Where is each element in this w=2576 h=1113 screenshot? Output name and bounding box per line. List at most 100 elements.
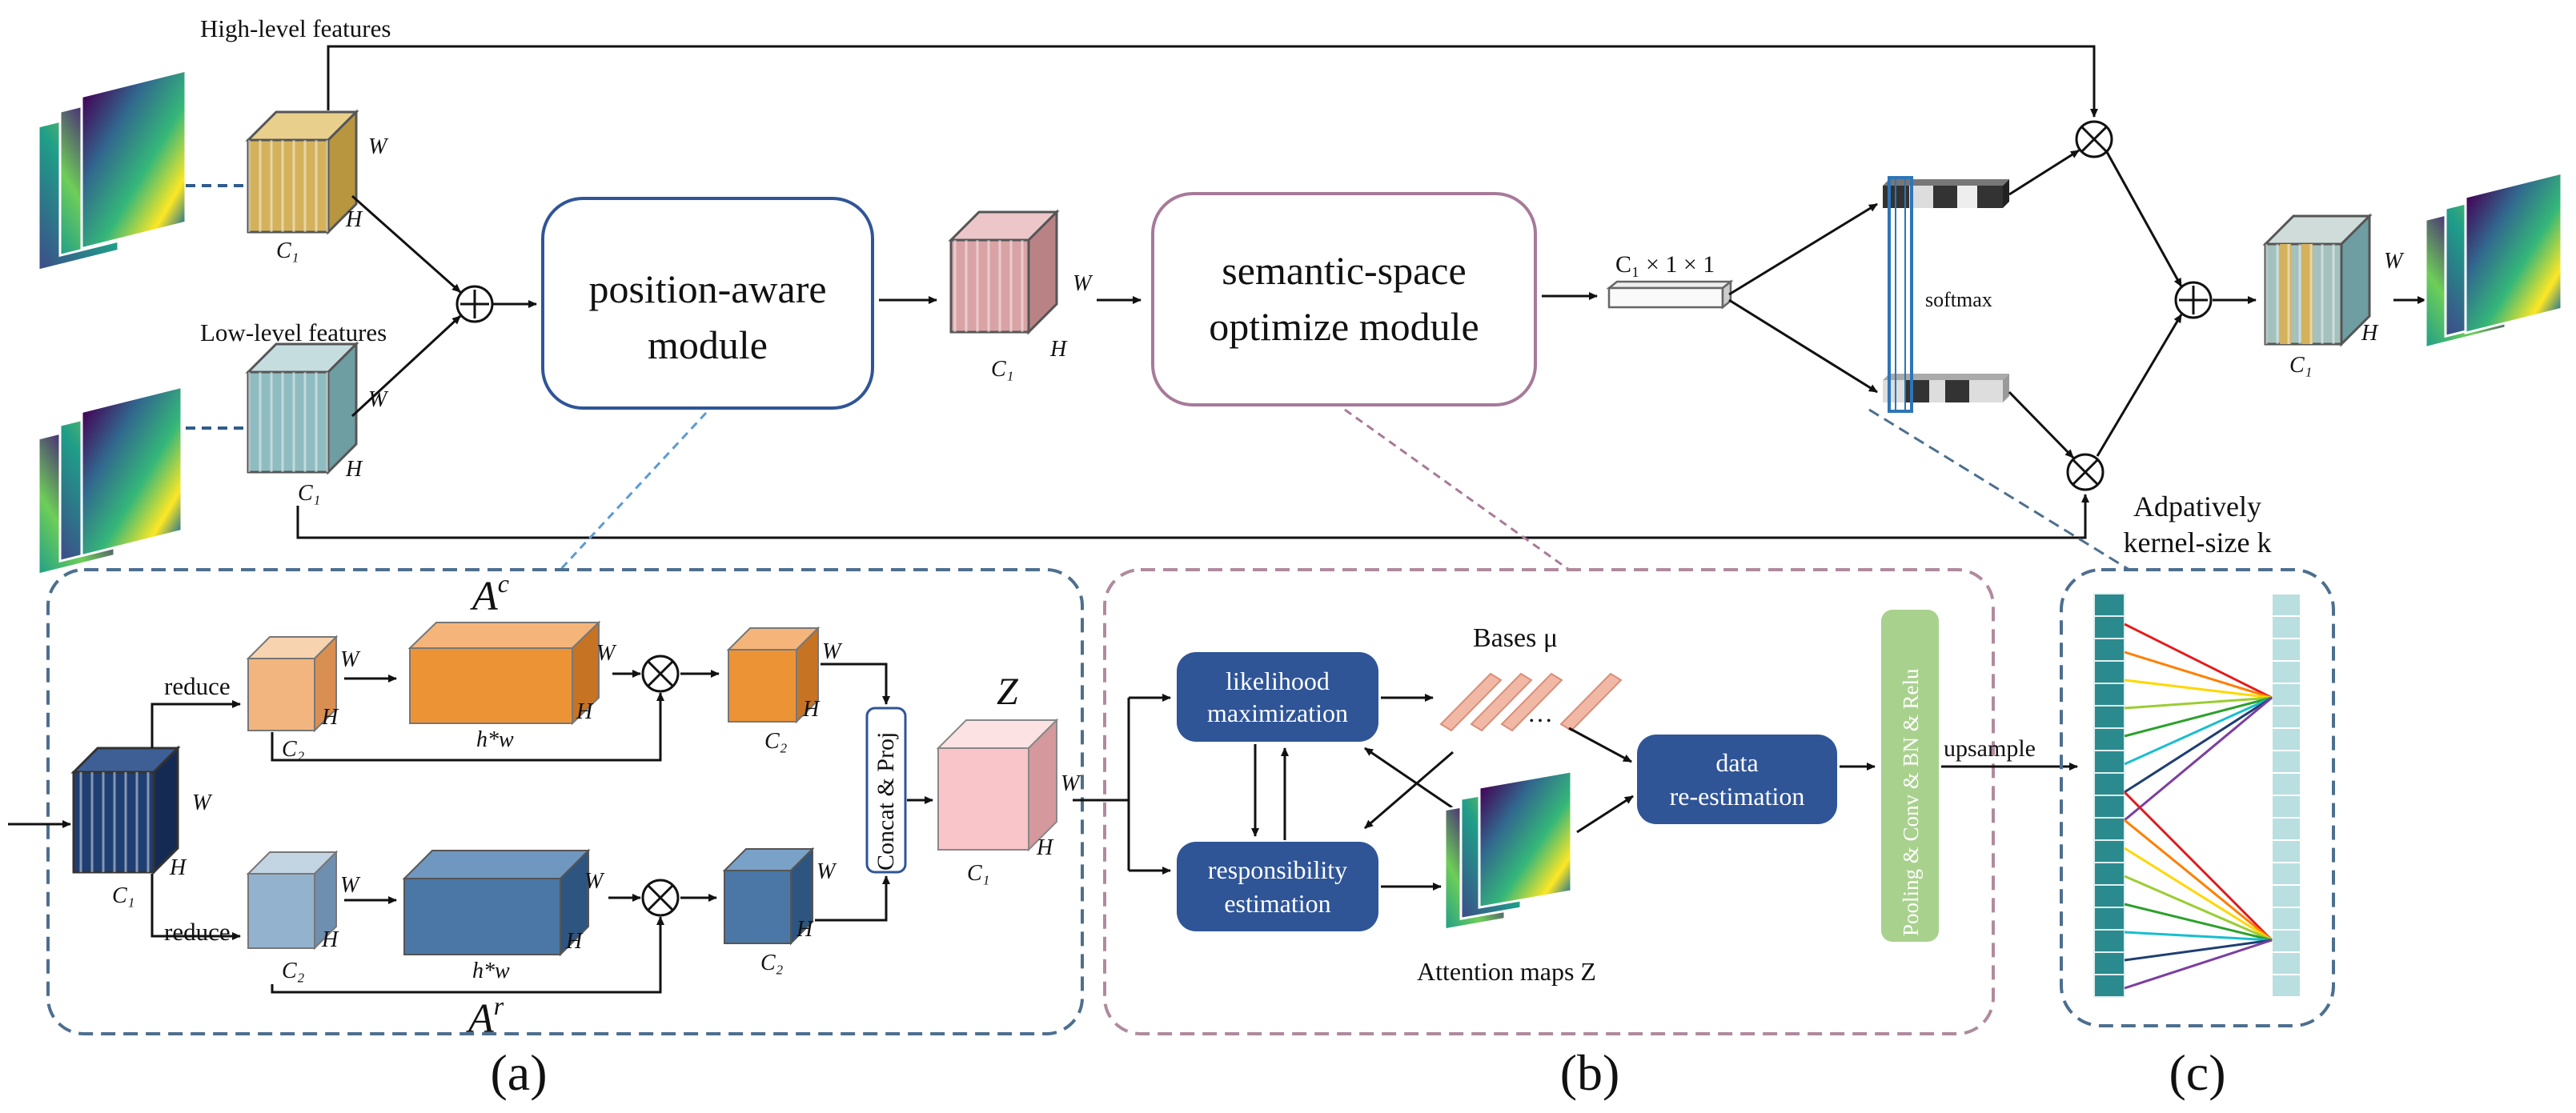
low-cube-c1: C₁ <box>298 481 320 506</box>
data-reest-line1: data <box>1715 748 1758 777</box>
panel-b-label: (b) <box>1560 1044 1620 1101</box>
kernel-cell-right <box>2271 884 2301 908</box>
kernel-cell-left <box>2093 839 2125 863</box>
responsibility-line2: estimation <box>1224 889 1330 918</box>
ac-h: H <box>576 699 594 724</box>
multiply-node-a-top <box>641 655 680 693</box>
peach-h: H <box>321 705 339 730</box>
kernel-connection-line <box>2124 623 2273 699</box>
ar-w: W <box>584 869 605 894</box>
kernel-cell-left <box>2093 974 2125 998</box>
kernel-connection-line <box>2124 847 2273 942</box>
low-level-feature-cube <box>245 341 359 475</box>
kernel-cell-right <box>2271 660 2301 684</box>
kernel-cell-right <box>2271 974 2301 998</box>
kernel-column-right <box>2271 593 2301 998</box>
z-h: H <box>1036 835 1054 860</box>
steel-small-w: W <box>817 859 837 884</box>
ar-h: H <box>565 929 584 954</box>
kernel-cell-right <box>2271 615 2301 639</box>
softmax-label: softmax <box>1925 288 1992 311</box>
kernel-cell-left <box>2093 772 2125 796</box>
likelihood-line2: maximization <box>1207 699 1348 727</box>
kernel-cell-right <box>2271 638 2301 662</box>
panel-c-title-line2: kernel-size k <box>2124 526 2272 559</box>
pooling-conv-bn-relu-box <box>1881 610 1939 942</box>
kernel-cell-right <box>2271 593 2301 617</box>
reduce-label-top: reduce <box>164 672 231 700</box>
kernel-cell-left <box>2093 795 2125 819</box>
steel-small-c2: C₂ <box>760 951 784 975</box>
high-level-label: High-level features <box>200 14 391 42</box>
kernel-cell-right <box>2271 727 2301 751</box>
upsample-label: upsample <box>1944 735 2036 762</box>
reduce-label-bottom: reduce <box>164 918 231 946</box>
position-module-line2: module <box>648 322 768 367</box>
steel-small-cube <box>722 847 815 946</box>
steel-small-h: H <box>796 917 814 942</box>
z-output-cube <box>936 718 1059 852</box>
kernel-cell-right <box>2271 839 2301 863</box>
low-cube-h: H <box>345 457 363 482</box>
lsteel-c2: C₂ <box>282 959 305 983</box>
kernel-cell-left <box>2093 638 2125 662</box>
kernel-cell-right <box>2271 817 2301 841</box>
kernel-cell-right <box>2271 750 2301 774</box>
kernel-cell-right <box>2271 683 2301 707</box>
kernel-connection-line <box>2124 931 2273 942</box>
z-w: W <box>1061 771 1081 796</box>
multiply-node-top <box>2075 120 2113 158</box>
kernel-connection-line <box>2124 696 2273 794</box>
ac-attention-block <box>407 620 601 726</box>
panel-c-frame <box>2060 568 2335 1027</box>
kernel-connection-line <box>2123 791 2273 942</box>
output-cube-c1: C₁ <box>2289 353 2312 378</box>
peach-w: W <box>340 647 361 672</box>
kernel-cell-left <box>2093 593 2125 617</box>
kernel-cell-left <box>2093 862 2125 886</box>
kernel-connection-line <box>2124 939 2273 990</box>
responsibility-estimation-box <box>1177 842 1378 931</box>
channel-vector <box>1606 279 1734 310</box>
kernel-cell-left <box>2093 929 2125 953</box>
lsteel-h: H <box>321 927 339 952</box>
kernel-cell-left <box>2093 951 2125 975</box>
z-label: Z <box>997 671 1019 713</box>
ar-attention-block <box>402 848 591 957</box>
low-level-input-image <box>37 385 183 576</box>
data-re-estimation-box <box>1637 735 1837 824</box>
ac-label: Ac <box>470 569 509 619</box>
panel-a-frame <box>46 568 1084 1035</box>
panel-a-input-cube <box>70 745 181 875</box>
bases-ellipsis: … <box>1527 699 1553 727</box>
multiply-node-bottom <box>2066 453 2105 491</box>
attention-maps-label: Attention maps Z <box>1417 957 1596 986</box>
multiply-node-a-bottom <box>641 879 680 917</box>
bases-label: Bases μ <box>1473 623 1558 653</box>
concat-proj-label: Concat & Proj <box>873 732 899 871</box>
position-aware-module-box <box>541 197 874 410</box>
kernel-connection-line <box>2124 939 2273 962</box>
vector-dim-label: C₁ × 1 × 1 <box>1615 251 1715 278</box>
kernel-cell-right <box>2271 929 2301 953</box>
bases-mu <box>1439 672 1623 732</box>
fused-feature-cube <box>948 209 1060 335</box>
panel-c-title-line1: Adpatively <box>2133 490 2261 522</box>
data-reest-line2: re-estimation <box>1670 782 1805 811</box>
kernel-connections <box>2123 623 2273 990</box>
a-input-c1: C₁ <box>112 883 134 908</box>
kernel-connection-line <box>2124 696 2273 822</box>
kernel-connection-line <box>2124 679 2273 699</box>
kernel-cell-right <box>2271 795 2301 819</box>
orange-small-c2: C₂ <box>764 729 788 754</box>
output-image <box>2424 171 2563 350</box>
kernel-cell-left <box>2093 705 2125 729</box>
low-level-label: Low-level features <box>200 318 387 346</box>
position-module-line1: position-aware <box>588 266 826 311</box>
kernel-cell-left <box>2093 907 2125 931</box>
attention-bar-top <box>1883 179 2009 208</box>
semantic-module-line1: semantic-space <box>1222 248 1466 293</box>
kernel-connection-line <box>2124 696 2273 738</box>
kernel-connection-line <box>2124 819 2273 942</box>
